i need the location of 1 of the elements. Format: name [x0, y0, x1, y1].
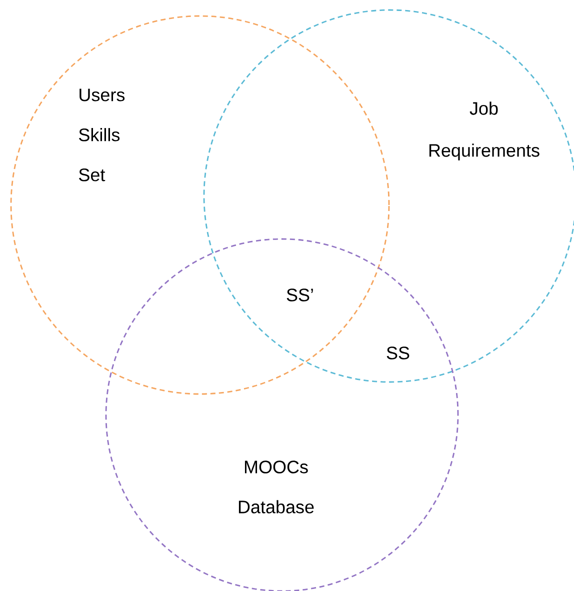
region-label: SS’	[286, 288, 313, 302]
